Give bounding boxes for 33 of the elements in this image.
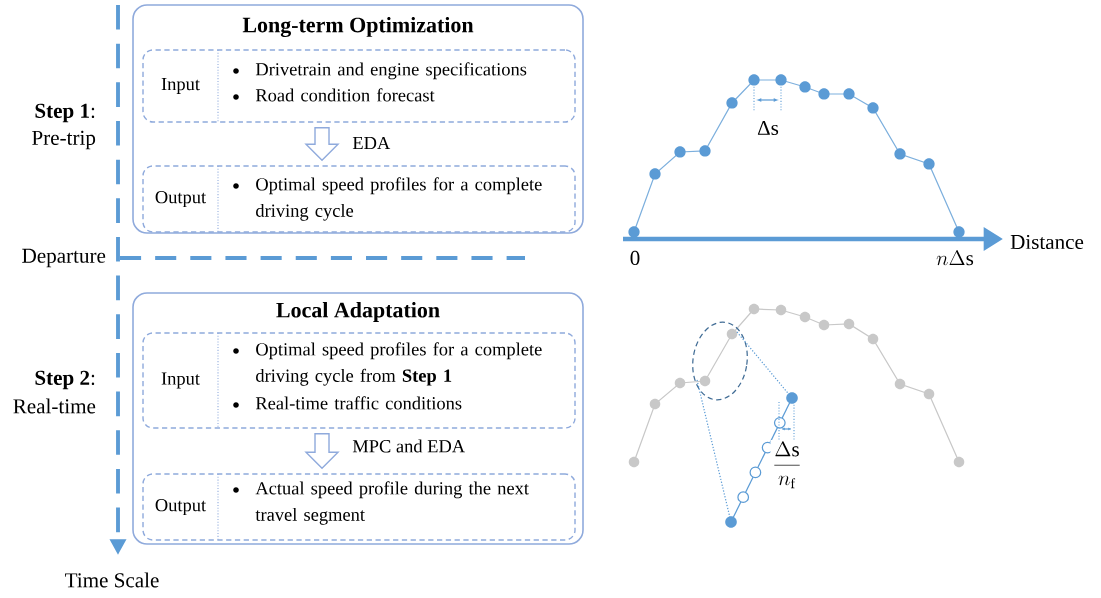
bullet-item: Drivetrain and engine specifications xyxy=(233,62,527,80)
panel-box xyxy=(132,4,584,234)
panel-title: Local Adaptation xyxy=(276,302,440,322)
bullet-item: Optimal speed profiles for a complete driving cycle from Step 1 xyxy=(233,342,542,386)
phase-label: Real-time xyxy=(11,396,98,416)
box-label: Output xyxy=(155,190,206,208)
bullet-item: Real-time traffic conditions xyxy=(233,396,462,410)
dimension-label: Δs xyxy=(755,119,781,137)
bullet-item: Actual speed profile during the next travel segment xyxy=(233,481,529,525)
io-box xyxy=(142,473,576,541)
step-label: Step 2: xyxy=(32,369,98,391)
bullet-item: Optimal speed profiles for a complete driving cycle xyxy=(233,177,542,221)
panel-box xyxy=(132,292,584,545)
edge-label: MPC and EDA xyxy=(352,439,465,453)
hollow-arrow xyxy=(304,433,340,470)
io-box xyxy=(142,332,576,429)
step-label: Step 1: xyxy=(32,102,98,124)
dimension-label: $\frac{\Delta\mathrm{s}}{n_\mathrm{f}}$ xyxy=(770,440,804,490)
io-box xyxy=(142,49,576,123)
hollow-arrow xyxy=(304,127,340,162)
box-label: Input xyxy=(161,78,200,94)
axis-label: Time Scale xyxy=(62,570,162,590)
box-label: Output xyxy=(155,498,206,516)
phase-label: Pre-trip xyxy=(29,129,98,151)
edge-label: EDA xyxy=(352,136,391,150)
axis-label: Distance xyxy=(1008,233,1086,251)
box-label: Input xyxy=(161,372,200,389)
tick-label: $n\Delta\mathrm{s}$ xyxy=(934,248,976,268)
milestone-label: Departure xyxy=(19,247,108,269)
tick-label: 0 xyxy=(628,249,643,267)
bullet-item: Road condition forecast xyxy=(233,88,435,102)
panel-title: Long-term Optimization xyxy=(242,16,474,38)
io-box xyxy=(142,165,576,233)
